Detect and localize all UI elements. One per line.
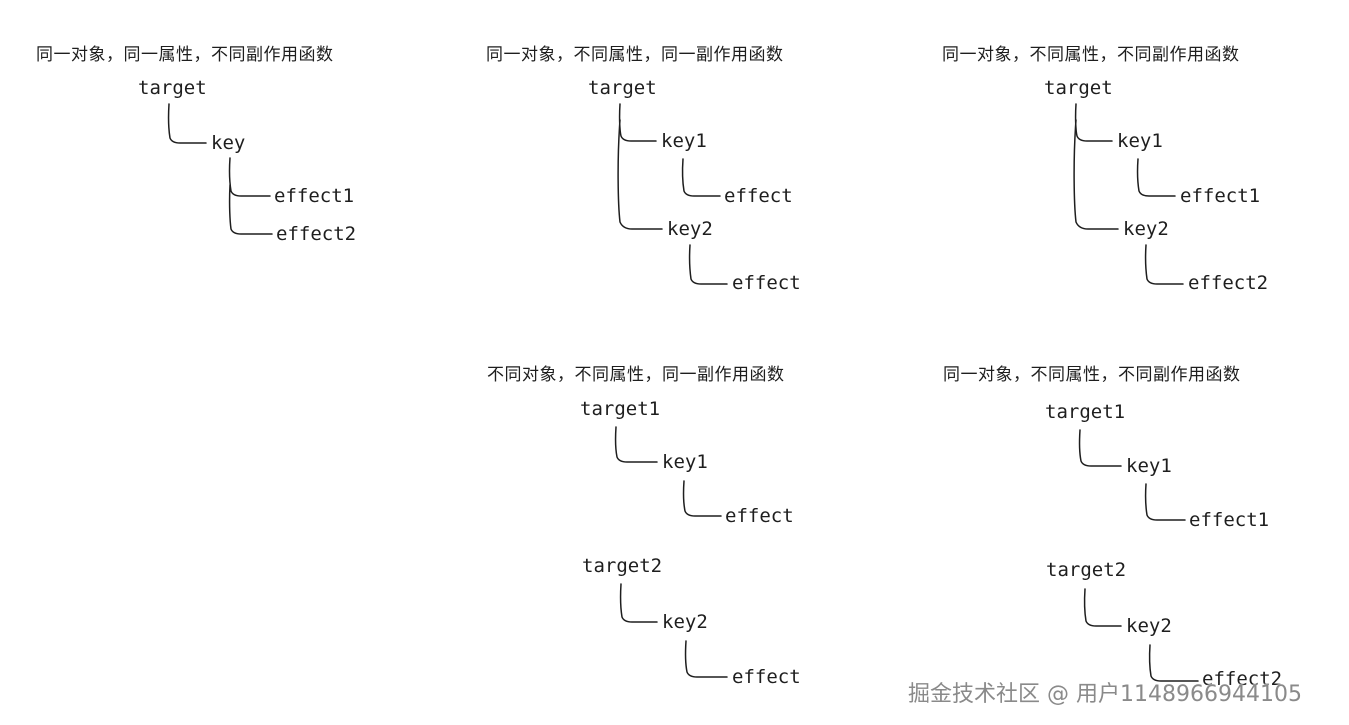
node-key2: key2 — [1126, 615, 1172, 637]
connector-target-key1 — [1074, 103, 1113, 142]
connector-key-effect2 — [228, 184, 273, 235]
node-effect2: effect2 — [1202, 668, 1283, 690]
connector-target1-key1 — [614, 426, 658, 463]
connector-target2-key2 — [619, 583, 658, 623]
connector-key-effect1 — [228, 157, 271, 197]
node-target: target — [588, 77, 657, 99]
node-effect: effect — [725, 505, 794, 527]
node-key2: key2 — [667, 218, 713, 240]
connector-target-key1 — [618, 103, 657, 142]
node-effect1: effect1 — [1189, 509, 1270, 531]
connector-key1-effect — [682, 480, 722, 517]
connector-key1-effect1 — [1136, 158, 1176, 197]
node-key2: key2 — [1123, 218, 1169, 240]
node-key1: key1 — [1126, 455, 1172, 477]
node-target1: target1 — [1045, 401, 1126, 423]
connector-key2-effect2 — [1144, 244, 1184, 285]
connector-key2-effect — [688, 244, 728, 285]
watermark: 掘金技术社区 @ 用户1148966944105 — [908, 682, 1302, 707]
connector-target-key2 — [617, 119, 663, 230]
node-target: target — [1044, 77, 1113, 99]
node-key2: key2 — [662, 611, 708, 633]
panel-title: 同一对象，不同属性，同一副作用函数 — [486, 45, 784, 65]
node-key1: key1 — [662, 451, 708, 473]
connector-key2-effect — [684, 640, 728, 678]
node-effect1: effect1 — [274, 185, 355, 207]
node-effect1: effect1 — [1180, 185, 1261, 207]
connector-target-key2 — [1073, 119, 1119, 230]
node-effect2: effect2 — [1188, 272, 1269, 294]
node-effect: effect — [732, 272, 801, 294]
connector-key1-effect — [681, 158, 721, 197]
node-target: target — [138, 77, 207, 99]
node-effect: effect — [724, 185, 793, 207]
node-key1: key1 — [1117, 130, 1163, 152]
node-key1: key1 — [661, 130, 707, 152]
connector-key2-effect2 — [1148, 644, 1199, 682]
node-key: key — [211, 132, 246, 154]
panel-title: 同一对象，不同属性，不同副作用函数 — [943, 365, 1241, 385]
node-target1: target1 — [580, 398, 661, 420]
node-effect2: effect2 — [276, 223, 357, 245]
connector-target1-key1 — [1078, 429, 1122, 467]
panel-title: 同一对象，不同属性，不同副作用函数 — [942, 45, 1240, 65]
node-target2: target2 — [1046, 559, 1127, 581]
node-effect: effect — [732, 666, 801, 688]
connector-target-key — [167, 103, 207, 144]
connector-target2-key2 — [1083, 588, 1122, 627]
panel-title: 不同对象，不同属性，同一副作用函数 — [487, 365, 785, 385]
panel-title: 同一对象，同一属性，不同副作用函数 — [36, 45, 334, 65]
node-target2: target2 — [582, 555, 663, 577]
connector-key1-effect1 — [1144, 483, 1186, 521]
